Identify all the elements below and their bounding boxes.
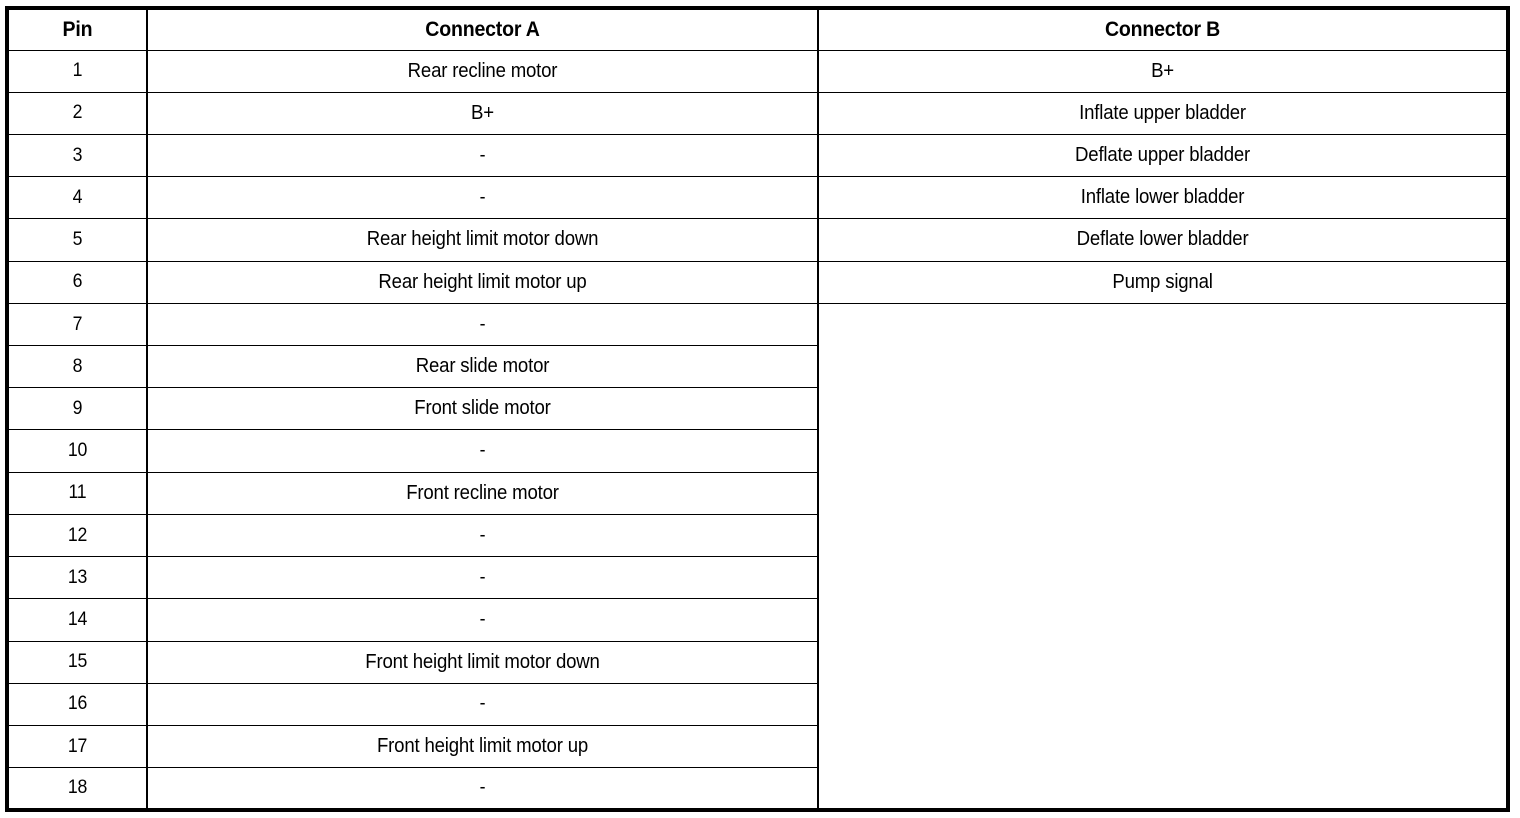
table-row: 14-	[7, 598, 1508, 642]
cell-pin: 10	[10, 429, 144, 473]
cell-connector-a: B+	[169, 91, 796, 135]
cell-pin: 17	[10, 724, 144, 769]
cell-pin: 11	[10, 471, 144, 515]
table-row: 1 Rear recline motor B+	[7, 49, 1508, 93]
table-row: 13-	[7, 556, 1508, 600]
table-row: 8 Rear slide motor	[7, 345, 1508, 389]
column-header-connector-b: Connector B	[841, 7, 1485, 51]
cell-connector-b: Deflate lower bladder	[841, 218, 1485, 262]
table-row: 16-	[7, 682, 1508, 727]
cell-connector-a: -	[169, 598, 796, 642]
table-row: 5 Rear height limit motor down Deflate low…	[7, 218, 1508, 262]
cell-connector-a: Rear height limit motor down	[169, 218, 796, 262]
table-row: 17 Front height limit motor up	[7, 724, 1508, 769]
header-row: Pin Connector A Connector B	[7, 7, 1508, 51]
cell-connector-b: Inflate upper bladder	[841, 91, 1485, 135]
cell-connector-a: Rear slide motor	[169, 345, 796, 389]
table-row: 10-	[7, 429, 1508, 473]
table-header: Pin Connector A Connector B	[7, 7, 1508, 51]
cell-pin: 9	[10, 387, 144, 431]
column-header-connector-a: Connector A	[169, 7, 796, 51]
table-row: 3-Deflate upper bladder	[7, 133, 1508, 178]
cell-pin: 13	[10, 556, 144, 600]
cell-connector-b: Inflate lower bladder	[841, 176, 1485, 220]
cell-connector-a: -	[169, 302, 796, 347]
column-header-pin: Pin	[10, 7, 144, 51]
cell-pin: 18	[10, 767, 144, 811]
cell-pin: 3	[10, 133, 144, 178]
cell-pin: 14	[10, 598, 144, 642]
cell-pin: 4	[10, 176, 144, 220]
cell-connector-a: -	[169, 682, 796, 727]
cell-pin: 16	[10, 682, 144, 727]
cell-connector-a: -	[169, 556, 796, 600]
cell-connector-a: -	[169, 133, 796, 178]
cell-connector-a: -	[169, 767, 796, 811]
cell-connector-b: B+	[841, 49, 1485, 93]
table-row: 18-	[7, 767, 1508, 811]
cell-pin: 15	[10, 640, 144, 684]
cell-connector-a: Front recline motor	[169, 471, 796, 515]
table-row: 7-	[7, 302, 1508, 811]
cell-connector-b: Deflate upper bladder	[841, 133, 1485, 178]
cell-pin: 2	[10, 91, 144, 135]
table-row: 4- Inflate lower bladder	[7, 176, 1508, 220]
connector-pinout-table: Pin Connector A Connector B 1 Rear reclin…	[5, 6, 1510, 812]
table-row: 15 Front height limit motor down	[7, 640, 1508, 684]
cell-connector-a: Front height limit motor up	[169, 724, 796, 769]
table-row: 6 Rear height limit motor up Pump signal	[7, 260, 1508, 304]
cell-connector-a: Rear recline motor	[169, 49, 796, 93]
cell-pin: 6	[10, 260, 144, 304]
cell-connector-b-empty	[841, 302, 1485, 811]
cell-connector-b: Pump signal	[841, 260, 1485, 304]
cell-pin: 7	[10, 302, 144, 347]
cell-pin: 5	[10, 218, 144, 262]
pinout-table-container: Pin Connector A Connector B 1 Rear reclin…	[5, 6, 1510, 812]
cell-connector-a: Front slide motor	[169, 387, 796, 431]
cell-connector-a: Rear height limit motor up	[169, 260, 796, 304]
cell-pin: 12	[10, 513, 144, 558]
cell-connector-a: -	[169, 429, 796, 473]
cell-connector-a: -	[169, 513, 796, 558]
table-row: 2 B+ Inflate upper bladder	[7, 91, 1508, 135]
cell-pin: 1	[10, 49, 144, 93]
cell-connector-a: Front height limit motor down	[169, 640, 796, 684]
table-row: 9 Front slide motor	[7, 387, 1508, 431]
cell-pin: 8	[10, 345, 144, 389]
cell-connector-a: -	[169, 176, 796, 220]
table-row: 11 Front recline motor	[7, 471, 1508, 515]
table-row: 12-	[7, 513, 1508, 558]
